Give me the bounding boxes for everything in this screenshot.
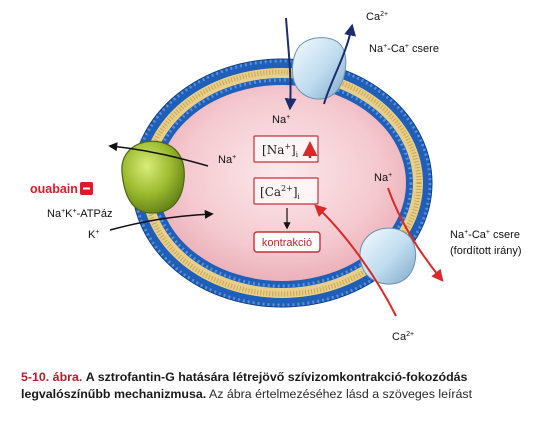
na-intracellular-top-label: Na+: [272, 114, 290, 126]
ca-influx-reverse-arrow: [314, 204, 397, 317]
na-concentration-label: [Na+]i: [262, 142, 299, 159]
k-label: K+: [88, 229, 99, 241]
contraction-box: [253, 231, 321, 253]
figure-caption: 5-10. ábra. A sztrofantin-G hatására lét…: [21, 369, 551, 403]
na-k-atpase-label: Na+K+-ATPáz: [47, 208, 112, 220]
caption-note: Az ábra értelmezéséhez lásd a szöveges l…: [208, 387, 473, 401]
na-ca-exchange-reverse-label: Na+-Ca+ csere: [450, 229, 520, 241]
ca-efflux-arrow: [323, 23, 356, 105]
figure-number: 5-10. ábra.: [21, 370, 83, 384]
contraction-label: kontrakció: [262, 237, 312, 249]
na-right-label: Na+: [374, 172, 392, 184]
na-ca-exchange-top-label: Na+-Ca+ csere: [369, 43, 439, 55]
reverse-direction-label: (fordított irány): [450, 245, 522, 257]
na-efflux-arrow: [108, 142, 209, 167]
na-k-atpase-protein: [121, 140, 185, 214]
na-concentration-box: [253, 135, 319, 163]
ca-concentration-label: [Ca2+]i: [260, 184, 301, 201]
na-atpase-label: Na+: [218, 154, 236, 166]
caption-title: A sztrofantin-G hatására létrejövő szívi…: [21, 370, 468, 401]
inhibition-icon: [80, 182, 93, 195]
ca-top-label: Ca2+: [366, 11, 388, 23]
mechanism-diagram: [Na+]i [Ca2+]i kontrakció Ca2+ Na+-Ca+ c…: [30, 11, 522, 343]
k-influx-arrow: [109, 209, 214, 231]
ca-concentration-box: [253, 177, 319, 205]
na-influx-arrow-top: [284, 17, 297, 111]
ca-bottom-label: Ca2+: [392, 331, 414, 343]
na-efflux-reverse-arrow: [387, 187, 444, 282]
na-ca-exchanger-reverse: [359, 227, 416, 285]
ouabain-label: ouabain: [30, 182, 78, 196]
